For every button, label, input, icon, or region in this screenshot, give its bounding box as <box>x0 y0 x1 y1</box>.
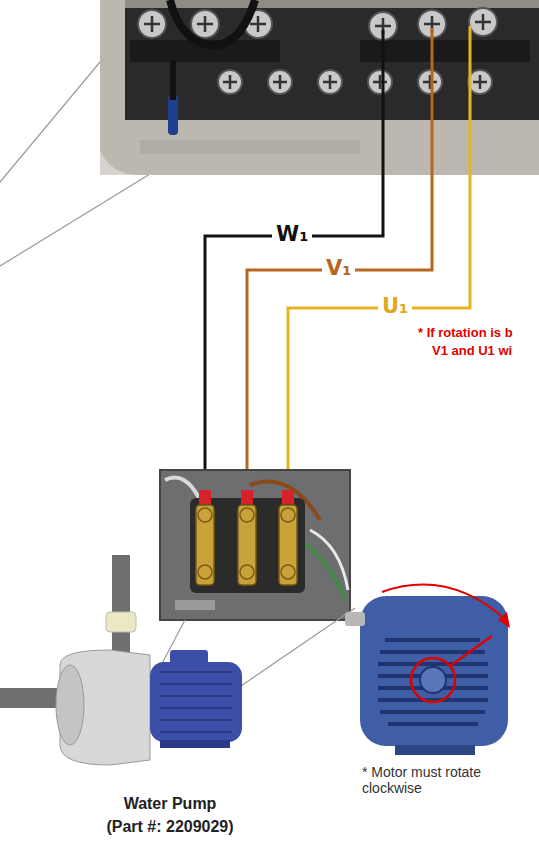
motor-terminal-box <box>160 470 350 620</box>
warning-note: * If rotation is b <box>418 326 513 341</box>
part-number: (Part #: 2209029) <box>106 818 233 836</box>
wire-v1 <box>247 28 432 500</box>
warning-note: V1 and U1 wi <box>432 344 512 359</box>
part-name: Water Pump <box>124 795 217 813</box>
motor-fan-cover <box>345 585 510 755</box>
wire-w1 <box>205 30 383 500</box>
wire-u1 <box>288 26 470 500</box>
wire-label: U₁ <box>378 294 412 318</box>
wire-label: W₁ <box>272 222 312 246</box>
wire-label: V₁ <box>322 256 355 280</box>
rotation-note: * Motor must rotate clockwise <box>362 764 492 796</box>
terminal-block <box>100 0 539 175</box>
water-pump <box>0 555 242 765</box>
